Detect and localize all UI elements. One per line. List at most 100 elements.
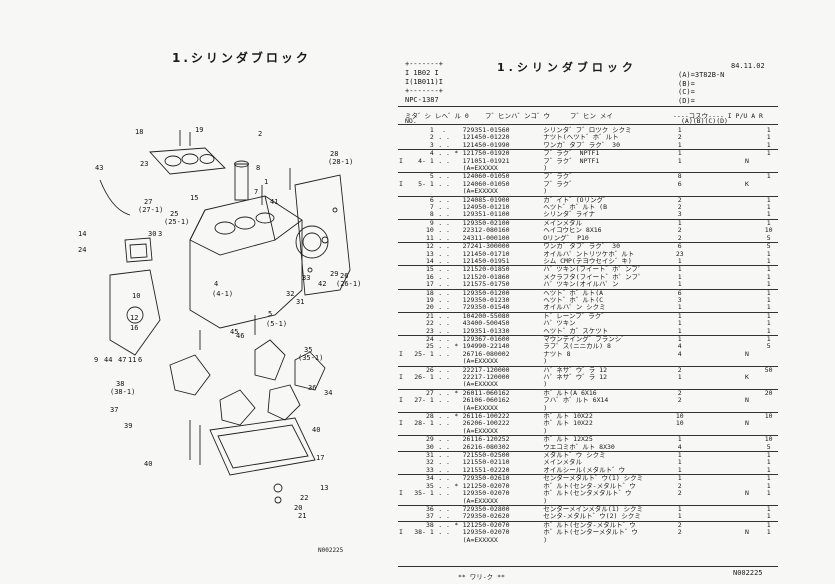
cell-no: 11 [412,234,435,244]
cell-dot: . . [438,373,450,381]
col-part-name: フ゛ヒン メイ [570,112,613,120]
cell-dot: . . [438,419,450,428]
cell-mark [398,211,413,220]
cell-star [453,304,462,313]
cell-pn: 26106-060162 [462,396,510,405]
cell-p [703,497,735,506]
flange-shape [294,174,351,296]
cell-qty: 6 [677,288,682,297]
cell-no: 28 [425,412,434,421]
cell-dot: . . [434,327,454,336]
box-top: +-------+ [405,60,443,68]
cell-pn: (A=EXXXXX [461,188,543,197]
cell-star [453,358,462,367]
cell-name: センターメタルト゛ウ(1) シクミ [543,474,644,483]
cell-dot: . . [438,272,450,281]
cell-mark: I [399,373,403,381]
cell-no: 8 [412,211,435,220]
cell-no: 13 [425,249,434,258]
cell-pn: 26716-080002 [462,349,510,358]
cell-dot: . [442,126,447,134]
cell-p [704,413,735,421]
cell-no: 5- 1 [418,179,434,188]
cell-dot: . . [438,396,450,405]
cell-mark [398,452,412,460]
cell-dot: . . [438,133,450,142]
callout-4-1: (4-1) [212,290,233,298]
cell-no [412,404,435,414]
cell-star [453,320,461,327]
cell-qty: 2 [677,133,682,142]
cell-star [453,219,461,227]
cell-ar: 1 [766,218,771,227]
callout-28: 28 [330,150,338,158]
cell-star [453,505,461,513]
cell-name: センタ-メタルト゛ウ(2) シクミ [542,513,656,522]
cell-name: ホ゛ルト 10X22 [543,412,593,421]
callout-46: 46 [236,332,244,340]
cell-dot: . . [434,280,454,290]
cell-ar: 1 [766,451,771,460]
cell-pn: (A=EXXXXX [462,535,498,544]
cell-name: ナツト 8 [543,349,571,358]
cell-p [704,127,735,134]
cell-name: ) [542,358,656,367]
column-rule [398,124,778,125]
cell-name: シリンタ゛ライナ [542,211,656,220]
cell-name: フ゛ラク゛ [543,172,576,181]
cell-p [704,436,735,444]
cell-dot: . . [434,466,454,476]
cell-qty: 1 [677,156,682,165]
cell-qty: 1 [677,334,682,343]
cell-ar: 1 [766,458,771,467]
cell-no [412,381,435,390]
cell-ar [759,374,778,381]
cell-pn: 121450-01220 [462,133,510,142]
cell-name: ラフ゜ス(ニニカル) 8 [543,342,611,351]
cell-p [703,404,735,414]
cell-u [735,436,760,444]
cell-name: メインメタル [543,458,583,467]
cell-u: K [744,373,749,381]
callout-41: 41 [270,198,278,206]
cell-p [704,196,735,204]
callout-40-a: 40 [312,426,320,434]
cell-p [703,211,735,220]
callout-35: 35 [304,346,312,354]
cell-no: 35- 1 [414,489,434,498]
cell-pn: (A=EXXXXX [461,404,543,414]
cell-star [453,374,461,381]
cell-qty: 2 [677,520,682,529]
callout-15: 15 [190,194,198,202]
callout-21: 21 [298,512,306,520]
cell-mark [398,443,413,453]
cell-mark [398,204,412,211]
cell-no: 30 [412,443,435,453]
cell-star [453,381,462,390]
callout-18: 18 [135,128,143,136]
cell-no: 2 [429,133,434,142]
cell-pn: 729350-01540 [461,304,543,313]
cell-dot: . . [438,520,450,529]
cell-u [735,219,760,227]
cell-no [412,188,435,197]
callout-37: 37 [110,406,118,414]
cell-star: * [454,149,459,158]
cell-ar: 1 [766,195,771,204]
cell-mark [398,358,413,367]
cell-no: 35 [425,481,434,490]
cell-star [453,297,461,304]
cell-p [704,389,735,397]
callout-47: 47 [118,356,126,364]
callout-38: 38 [116,380,124,388]
cell-dot: . . [438,458,450,467]
callout-40-b: 40 [144,460,152,468]
code-a: (A)=3T82B-N [678,71,725,79]
cell-qty [655,188,704,197]
box-code: I 1B02 I [405,69,439,77]
